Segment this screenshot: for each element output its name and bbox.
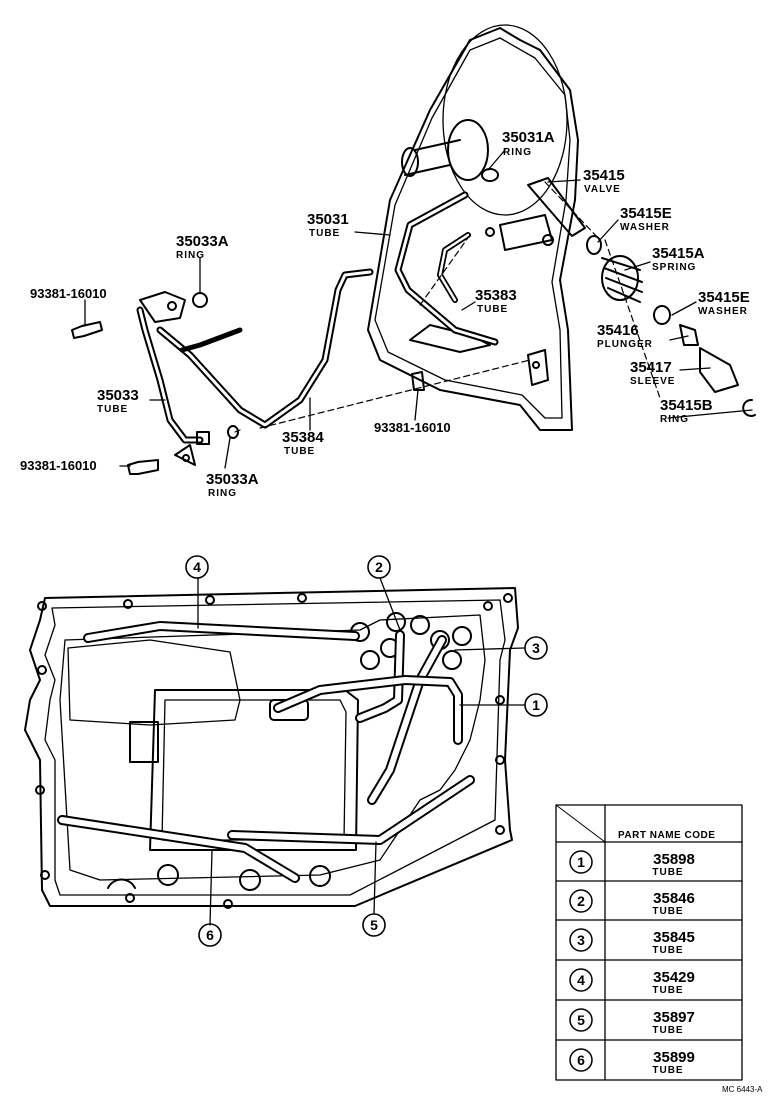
callout-number: 4 (193, 559, 201, 575)
table-row-name: TUBE (652, 867, 683, 878)
tube-35031 (394, 191, 499, 346)
label-name: WASHER (698, 306, 748, 317)
table-row-code: 35845 (653, 929, 695, 946)
table-row-circle: 4 (577, 972, 585, 988)
ring-35031a (481, 168, 499, 182)
bolt-icon (127, 459, 159, 475)
label-number: 35417 (630, 359, 672, 376)
table-row-name: TUBE (652, 906, 683, 917)
table-row-code: 35429 (653, 969, 695, 986)
tube-35033 (136, 291, 243, 466)
callout-numbers: 4 2 3 1 5 6 (193, 559, 540, 943)
label-number: 93381-16010 (30, 286, 107, 301)
table-row-name: TUBE (652, 945, 683, 956)
label-number: 35415E (698, 289, 750, 306)
table-text: PART NAME CODE 1 2 3 4 5 6 35898 TUBE 35… (569, 830, 715, 1076)
label-name: PLUNGER (597, 339, 653, 350)
label-number: 35383 (475, 287, 517, 304)
label-number: 35415E (620, 205, 672, 222)
table-row-name: TUBE (652, 1025, 683, 1036)
ring-35033a-upper (192, 292, 208, 308)
label-number: 93381-16010 (20, 458, 97, 473)
ring-35033a-lower (227, 425, 239, 439)
label-number: 35031A (502, 129, 555, 146)
label-name: WASHER (620, 222, 670, 233)
label-number: 35033A (206, 471, 259, 488)
upper-labels: 35031A RING 35415 VALVE 35415E WASHER 35… (20, 129, 750, 499)
callout-number: 2 (375, 559, 383, 575)
label-number: 35033A (176, 233, 229, 250)
label-number: 35384 (282, 429, 324, 446)
label-name: TUBE (97, 404, 128, 415)
label-number: 35415 (583, 167, 625, 184)
tube-35384 (156, 268, 374, 429)
label-number: 35415B (660, 397, 713, 414)
table-header: PART NAME CODE (618, 830, 715, 841)
label-number: 35415A (652, 245, 705, 262)
label-name: TUBE (309, 228, 340, 239)
callout-number: 3 (532, 640, 540, 656)
label-name: SLEEVE (630, 376, 675, 387)
label-number: 35031 (307, 211, 349, 228)
tube-35846 (355, 630, 405, 723)
label-number: 35416 (597, 322, 639, 339)
callouts (185, 555, 548, 947)
callout-number: 6 (206, 927, 214, 943)
table-row-code: 35898 (653, 851, 695, 868)
label-number: 93381-16010 (374, 420, 451, 435)
table-row-code: 35846 (653, 890, 695, 907)
table-row-code: 35897 (653, 1009, 695, 1026)
tube-35429 (83, 621, 360, 643)
label-name: VALVE (584, 184, 621, 195)
table-row-name: TUBE (652, 1065, 683, 1076)
table-circles (569, 850, 593, 1072)
table-row-circle: 2 (577, 893, 585, 909)
leader-lines-upper (84, 149, 753, 469)
table-row-code: 35899 (653, 1049, 695, 1066)
transmission-case (367, 24, 579, 431)
bolt-icon (411, 371, 425, 391)
callout-number: 5 (370, 917, 378, 933)
valve-body (59, 612, 486, 891)
label-name: RING (660, 414, 689, 425)
dashed-guides (234, 181, 661, 433)
table-row-circle: 3 (577, 932, 585, 948)
table-row-circle: 5 (577, 1012, 585, 1028)
tube-35897 (227, 775, 475, 845)
callout-number: 1 (532, 697, 540, 713)
label-name: SPRING (652, 262, 696, 273)
oil-pan-gasket (24, 587, 519, 909)
part-table (555, 804, 743, 1081)
label-number: 35033 (97, 387, 139, 404)
tube-35898 (273, 675, 463, 745)
bolt-icon (71, 321, 103, 339)
table-row-circle: 6 (577, 1052, 585, 1068)
valve-parts (527, 177, 756, 417)
tube-35845 (367, 635, 447, 805)
figure-code: MC 6443-A (722, 1085, 763, 1094)
label-name: TUBE (284, 446, 315, 457)
label-name: RING (208, 488, 237, 499)
label-name: RING (503, 147, 532, 158)
tube-35899 (57, 815, 300, 883)
table-row-name: TUBE (652, 985, 683, 996)
table-row-circle: 1 (577, 854, 585, 870)
label-name: RING (176, 250, 205, 261)
label-name: TUBE (477, 304, 508, 315)
leader-lines-lower (197, 577, 525, 926)
